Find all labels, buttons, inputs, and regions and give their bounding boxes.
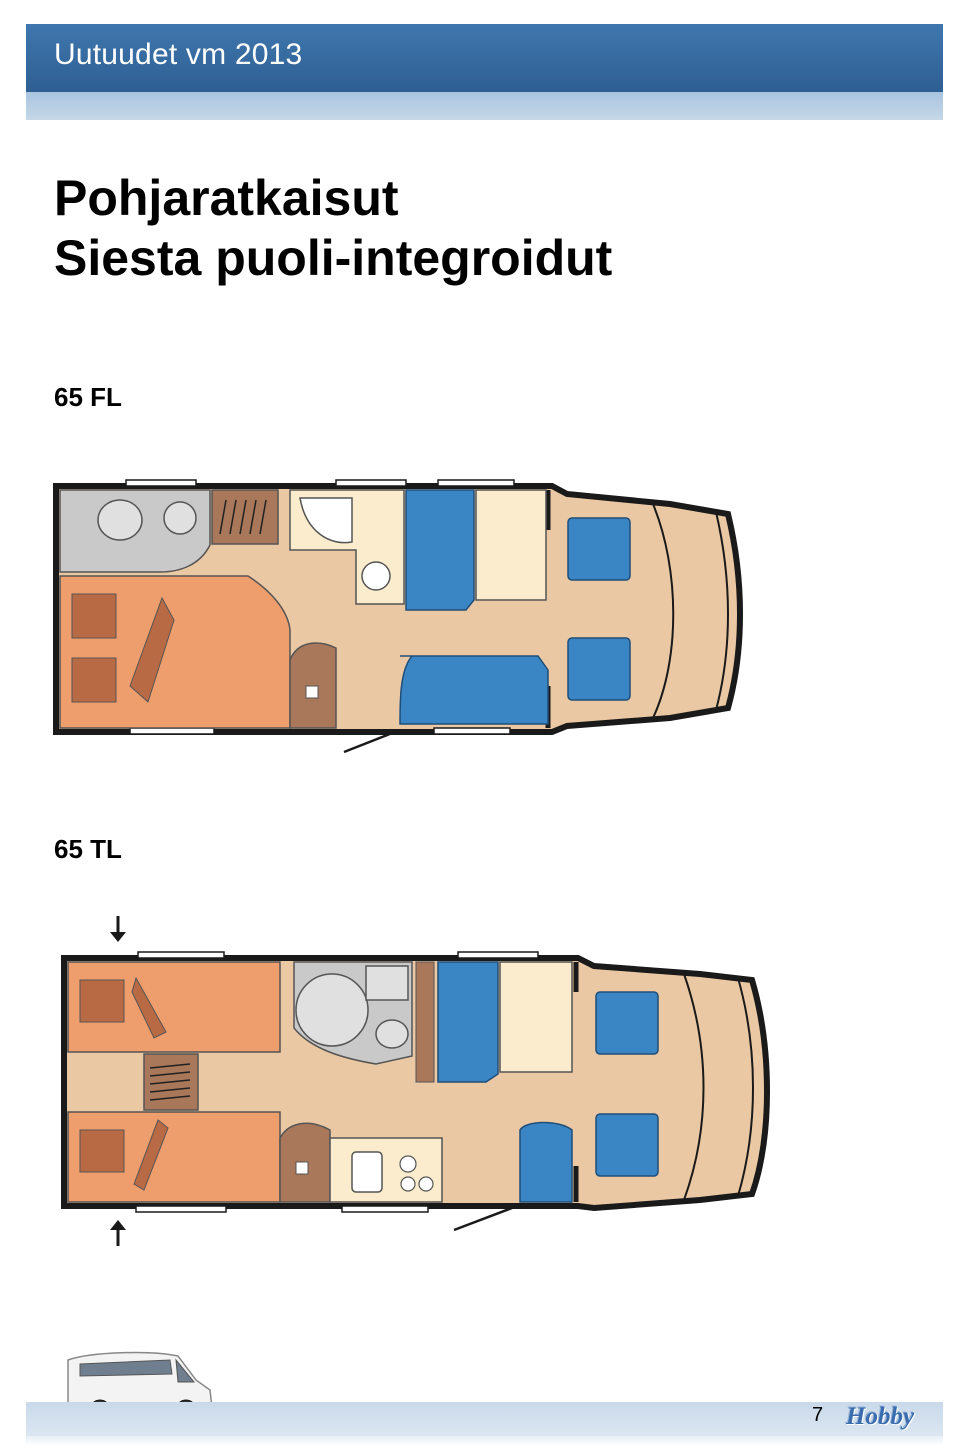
header-band (26, 92, 943, 120)
page-title: Pohjaratkaisut Siesta puoli-integroidut (54, 168, 612, 288)
page-title-line-2: Siesta puoli-integroidut (54, 230, 613, 286)
page-title-line-1: Pohjaratkaisut (54, 170, 399, 226)
header-title: Uutuudet vm 2013 (54, 38, 303, 71)
footer-shadow (26, 1436, 943, 1446)
header-top (26, 24, 943, 92)
floor-plan-65tl (61, 916, 770, 1246)
hobby-logo: Hobby (846, 1403, 915, 1430)
model-label-65tl: 65 TL (54, 834, 122, 864)
model-label-65fl: 65 FL (54, 382, 122, 412)
page-number: 7 (812, 1404, 824, 1426)
footer-bar (26, 1402, 943, 1436)
floor-plan-65fl (53, 479, 743, 754)
header-bar: Uutuudet vm 2013 (26, 24, 943, 120)
